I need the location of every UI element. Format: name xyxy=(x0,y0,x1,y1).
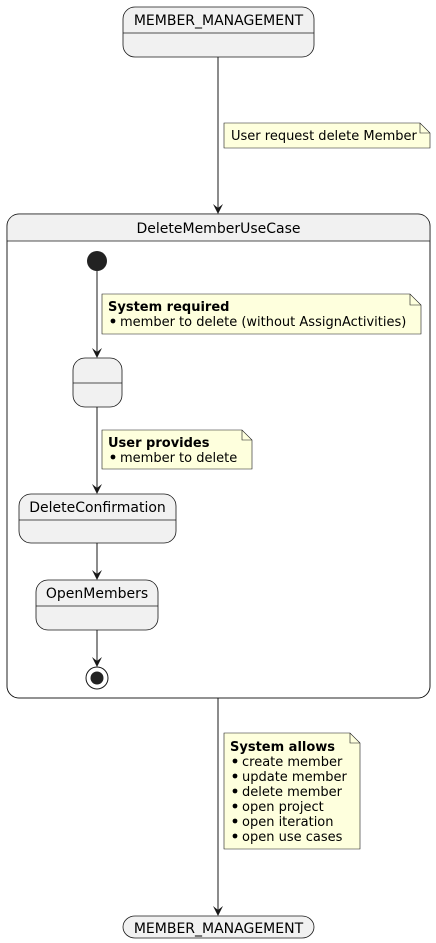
state-delete-confirmation: DeleteConfirmation xyxy=(18,493,177,544)
composite-title: DeleteMemberUseCase xyxy=(136,221,300,237)
note-item: open use cases xyxy=(242,830,343,845)
state-label: MEMBER_MANAGEMENT xyxy=(134,13,304,29)
note-item: open project xyxy=(242,800,324,815)
bullet-icon xyxy=(110,454,116,460)
note-title: System required xyxy=(108,300,229,315)
state-open-members: OpenMembers xyxy=(35,579,159,631)
state-member-management-top: MEMBER_MANAGEMENT xyxy=(122,6,315,58)
note-user-provides: User provides member to delete xyxy=(101,429,253,470)
bullet-icon xyxy=(232,788,238,794)
note-request: User request delete Member xyxy=(223,122,431,149)
note-title: User provides xyxy=(108,436,210,451)
note-item: member to delete (without AssignActiviti… xyxy=(120,315,406,330)
note-item: member to delete xyxy=(120,451,237,466)
initial-state xyxy=(87,251,107,271)
note-item: create member xyxy=(242,755,343,770)
state-label: MEMBER_MANAGEMENT xyxy=(134,921,304,937)
note-item: delete member xyxy=(242,785,343,800)
note-item: update member xyxy=(242,770,348,785)
bullet-icon xyxy=(232,773,238,779)
bullet-icon xyxy=(232,818,238,824)
state-unnamed xyxy=(72,357,123,408)
note-system-allows: System allows create member update membe… xyxy=(223,732,361,850)
bullet-icon xyxy=(232,833,238,839)
note-system-required: System required member to delete (withou… xyxy=(101,293,422,335)
bullet-icon xyxy=(110,318,116,324)
final-state xyxy=(85,666,109,690)
note-item: open iteration xyxy=(242,815,334,830)
note-text: User request delete Member xyxy=(231,129,418,144)
bullet-icon xyxy=(232,758,238,764)
note-title: System allows xyxy=(230,740,335,755)
bullet-icon xyxy=(232,803,238,809)
state-label: DeleteConfirmation xyxy=(29,500,166,516)
state-member-management-bottom: MEMBER_MANAGEMENT xyxy=(122,915,315,939)
state-label: OpenMembers xyxy=(46,586,148,602)
